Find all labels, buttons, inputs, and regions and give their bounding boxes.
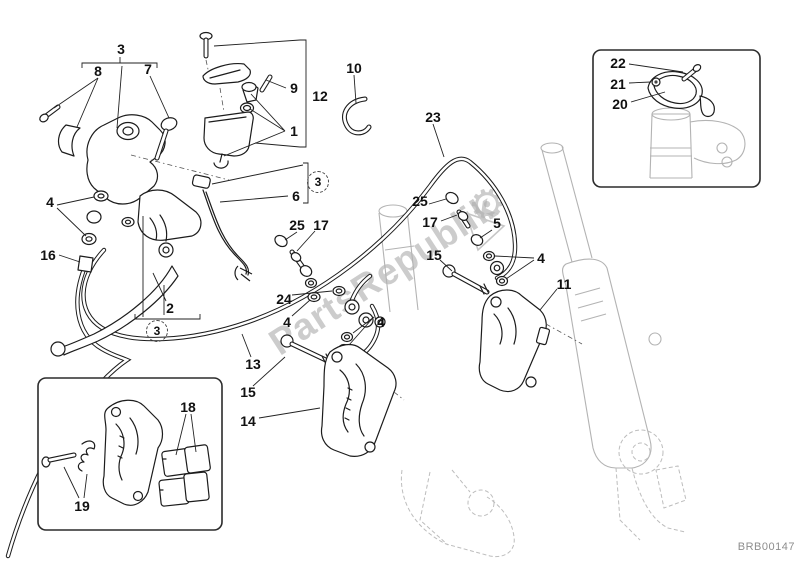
part-callout-23: 23	[425, 109, 441, 125]
part-callout-7: 7	[144, 61, 152, 77]
part-callout-14: 14	[240, 413, 256, 429]
master-cylinder-drawing	[39, 104, 253, 357]
right-fitting-chain-drawing	[442, 191, 509, 295]
part-callout-9: 9	[290, 80, 298, 96]
left-caliper-drawing	[320, 316, 405, 457]
part-callout-12: 12	[312, 88, 328, 104]
part-callout-17: 17	[313, 217, 329, 233]
part-callout-15: 15	[240, 384, 256, 400]
brake-hose-drawing	[5, 156, 518, 559]
reservoir-drawing	[130, 31, 273, 181]
part-callout-11: 11	[556, 276, 572, 292]
part-callout-16: 16	[40, 247, 56, 263]
part-callout-17: 17	[422, 214, 438, 230]
leader-lines	[53, 39, 684, 499]
part-callout-8: 8	[94, 63, 102, 79]
part-callout-10: 10	[346, 60, 362, 76]
part-callout-22: 22	[610, 55, 626, 71]
part-callout-24: 24	[276, 291, 292, 307]
part-callout-25: 25	[412, 193, 428, 209]
part-callout-18: 18	[180, 399, 196, 415]
watermark-logo-triangle	[464, 211, 506, 252]
part-callout-4: 4	[46, 194, 54, 210]
part-callout-6: 6	[292, 188, 300, 204]
part-callout-15: 15	[426, 247, 442, 263]
part-callout-21: 21	[610, 76, 626, 92]
part-callout-4: 4	[537, 250, 545, 266]
part-callout-20: 20	[612, 96, 628, 112]
part-callout-19: 19	[74, 498, 90, 514]
part-callout-4: 4	[377, 314, 385, 330]
circled-callout-3: 3	[307, 171, 329, 193]
part-callout-1: 1	[290, 123, 298, 139]
drawing-code: BRB00147	[737, 541, 795, 553]
inset-caliper-pads	[37, 377, 223, 531]
part-callout-4: 4	[283, 314, 291, 330]
inset-clamp	[592, 49, 761, 188]
part-callout-5: 5	[493, 215, 501, 231]
hook-drawing	[341, 96, 372, 136]
left-fitting-chain-drawing	[274, 234, 374, 365]
right-caliper-drawing	[478, 289, 583, 393]
circled-callout-3: 3	[146, 320, 168, 342]
fork-legs-drawing	[378, 142, 687, 558]
part-callout-25: 25	[289, 217, 305, 233]
part-callout-3: 3	[117, 41, 125, 57]
part-callout-13: 13	[245, 356, 261, 372]
part-callout-2: 2	[166, 300, 174, 316]
